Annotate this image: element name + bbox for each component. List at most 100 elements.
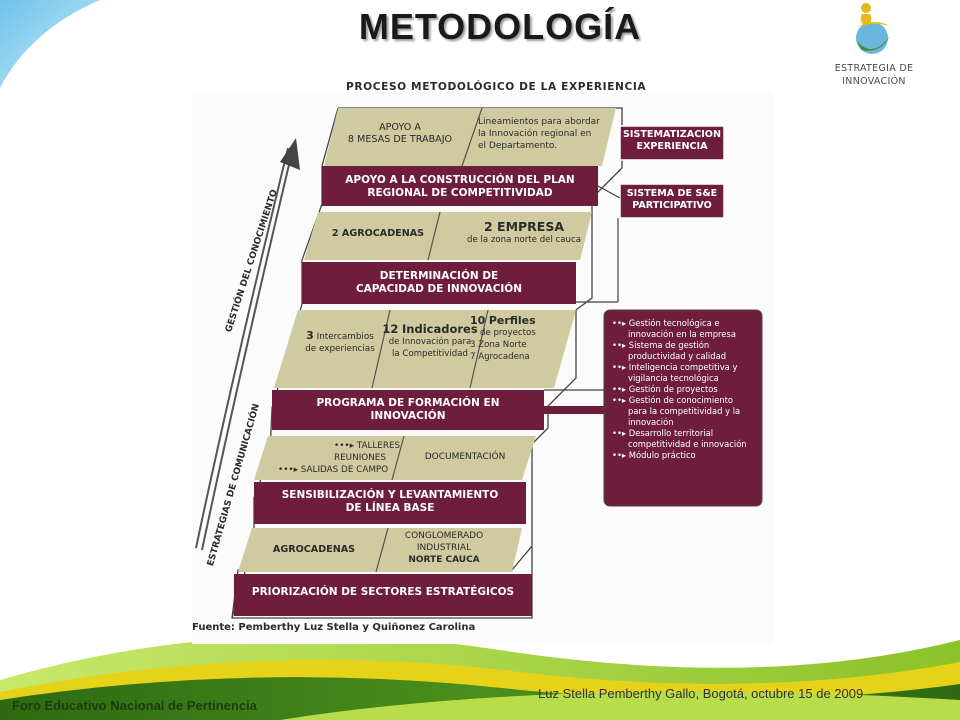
knowledge-arrow-icon: [195, 138, 300, 551]
text-fragment: Inteligencia competitiva y: [628, 362, 738, 372]
arrow-bullet-icon: ••▸: [612, 340, 629, 350]
text-line: REGIONAL DE COMPETITIVIDAD: [367, 187, 553, 199]
step5-label: PRIORIZACIÓN DE SECTORES ESTRATÉGICOS: [251, 586, 515, 598]
text-line: INNOVACIÓN: [370, 410, 446, 422]
text-line: de la zona norte del cauca: [467, 235, 581, 245]
text-fragment: Indicadores: [402, 322, 478, 336]
text-fragment: Sistema de gestión: [628, 340, 710, 350]
source-prefix: Fuente:: [192, 622, 235, 633]
band4-right-label: DOCUMENTACIÓN: [424, 452, 506, 462]
logo-caption-line: ESTRATEGIA DE: [834, 63, 914, 74]
arrow-bullet-icon: ••▸: [612, 362, 629, 372]
innovation-logo: [852, 3, 890, 54]
text-fragment: SALIDAS DE CAMPO: [300, 465, 389, 475]
arrow-bullet-icon: •••▸: [278, 465, 301, 475]
arrow-bullet-icon: ••▸: [612, 318, 629, 328]
topics-box: [603, 309, 763, 507]
text-line: •••▸ TALLERES: [278, 440, 408, 452]
text-line: el Departamento.: [478, 141, 558, 151]
text-line: DETERMINACIÓN DE: [379, 270, 499, 282]
diagram-title: PROCESO METODOLÓGICO DE LA EXPERIENCIA: [346, 81, 647, 93]
text-line: la Competitividad: [392, 349, 468, 359]
sky-swoosh: [0, 0, 100, 88]
step4-shape: [254, 482, 526, 524]
list-item: ••▸ Gestión tecnológica e: [612, 318, 760, 329]
text-line: CONGLOMERADO: [404, 531, 484, 541]
text-line: APOYO A LA CONSTRUCCIÓN DEL PLAN: [345, 174, 575, 186]
text-line: EXPERIENCIA: [636, 141, 708, 152]
text-line: de experiencias: [305, 344, 375, 354]
methodology-diagram: [195, 107, 763, 619]
slide-title: METODOLOGÍA: [358, 6, 642, 47]
band3-col2-label: 12 Indicadores de Innovación para la Com…: [378, 322, 482, 360]
text-line: SISTEMATIZACION: [622, 129, 721, 140]
text-line: CAPACIDAD DE INNOVACIÓN: [355, 283, 523, 295]
list-item: vigilancia tecnológica: [628, 373, 719, 383]
list-item: ••▸ Desarrollo territorial: [612, 428, 760, 439]
text-line: 7 Agrocadena: [470, 352, 530, 362]
step3-label: PROGRAMA DE FORMACIÓN EN INNOVACIÓN: [272, 397, 544, 423]
text-line: 10 Perfiles: [470, 314, 566, 327]
arrow-bullet-icon: ••▸: [612, 450, 629, 460]
text-line: 2 EMPRESA: [483, 219, 565, 234]
list-item: productividad y calidad: [628, 351, 727, 361]
side2-shape: [619, 183, 725, 219]
text-line: INDUSTRIAL: [416, 543, 472, 553]
program-topics-list: ••▸ Gestión tecnológica e innovación en …: [612, 318, 760, 461]
diagram-source: Fuente: Pemberthy Luz Stella y Quiñonez …: [192, 622, 475, 633]
text-line: PROGRAMA DE FORMACIÓN EN: [316, 397, 500, 409]
text-line: SENSIBILIZACIÓN Y LEVANTAMIENTO: [281, 489, 499, 501]
band3-shape: [274, 310, 576, 388]
band3-col3-label: 10 Perfiles de proyectos 3 Zona Norte 7 …: [470, 314, 566, 363]
text-line: REUNIONES: [334, 453, 386, 463]
text-line: APOYO A: [379, 122, 421, 133]
step3-shape: [272, 390, 544, 430]
text-line: Lineamientos para abordar: [478, 117, 600, 127]
program-connector: [544, 406, 606, 414]
text-line: 8 MESAS DE TRABAJO: [347, 134, 453, 145]
band2-right-label: 2 EMPRESA de la zona norte del cauca: [444, 220, 604, 246]
band2-left-label: 2 AGROCADENAS: [331, 228, 425, 239]
text-fragment: Perfiles: [488, 314, 536, 327]
text-line: de proyectos: [480, 328, 536, 338]
logo-caption: ESTRATEGIA DE INNOVACIÓN: [826, 62, 922, 88]
source-text: Pemberthy Luz Stella y Quiñonez Carolina: [238, 622, 476, 633]
step1-label: APOYO A LA CONSTRUCCIÓN DEL PLAN REGIONA…: [322, 174, 598, 200]
list-item: competitividad e innovación: [628, 439, 747, 449]
side2-label: SISTEMA DE S&E PARTICIPATIVO: [620, 188, 724, 212]
count: 12: [382, 322, 399, 336]
arrow-bullet-icon: •••▸: [334, 441, 357, 451]
text-line: PARTICIPATIVO: [632, 200, 712, 211]
text-fragment: Gestión de proyectos: [628, 384, 718, 394]
list-item: ••▸ Módulo práctico: [612, 450, 760, 461]
footer-event: Foro Educativo Nacional de Pertinencia: [12, 698, 257, 713]
logo-caption-line: INNOVACIÓN: [842, 76, 906, 87]
step5-shape: [234, 574, 532, 616]
list-item: ••▸ Sistema de gestión: [612, 340, 760, 351]
text-fragment: Intercambios: [316, 332, 374, 342]
text-line: 3 Zona Norte: [470, 340, 527, 350]
list-item: innovación en la empresa: [628, 329, 736, 339]
arrow-bullet-icon: ••▸: [612, 395, 629, 405]
text-fragment: TALLERES: [356, 441, 401, 451]
text-line: 12 Indicadores: [378, 322, 482, 336]
band4-shape: [254, 436, 536, 480]
band2-shape: [304, 212, 592, 260]
list-item: ••▸ Gestión de conocimiento: [612, 395, 760, 406]
text-line: DE LÍNEA BASE: [345, 502, 435, 514]
footer-author: Luz Stella Pemberthy Gallo, Bogotá, octu…: [538, 686, 864, 701]
list-item: ••▸ Inteligencia competitiva y: [612, 362, 760, 373]
band5-left-label: AGROCADENAS: [272, 544, 356, 555]
text-fragment: Módulo práctico: [628, 450, 696, 460]
list-item: ••▸ Gestión de proyectos: [612, 384, 760, 395]
green-wave-front: [280, 691, 960, 720]
band5-shape: [238, 528, 522, 572]
step2-shape: [302, 262, 576, 304]
arrow-bullet-icon: ••▸: [612, 384, 629, 394]
text-line: de Innovación para: [388, 337, 472, 347]
text-fragment: Gestión de conocimiento: [628, 395, 734, 405]
text-fragment: Gestión tecnológica e: [628, 318, 720, 328]
band1-shape: [324, 108, 616, 166]
side1-label: SISTEMATIZACION EXPERIENCIA: [620, 129, 724, 153]
